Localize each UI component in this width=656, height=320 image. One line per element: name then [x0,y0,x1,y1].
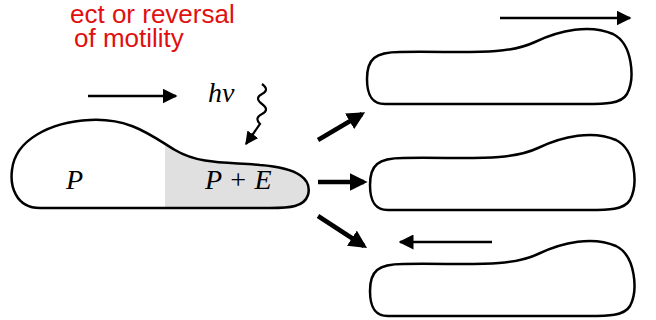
photon-symbol: hν [208,78,234,108]
cell-outline [367,29,631,104]
cell-shape: P P + E [10,110,315,212]
cell-outline [370,135,634,210]
photon-arrow [246,84,266,144]
motion-arrow [88,95,176,98]
heading-text: of motility [74,24,184,52]
region-label: P + E [205,165,272,195]
motion-arrow [500,17,630,20]
outcome-arrow [318,114,362,140]
motion-arrow [400,241,492,244]
region-label: P [66,165,83,195]
cell-outline [370,241,634,316]
outcome-arrow [318,180,364,185]
outcome-arrow [318,216,364,246]
cell-outline [10,110,315,212]
